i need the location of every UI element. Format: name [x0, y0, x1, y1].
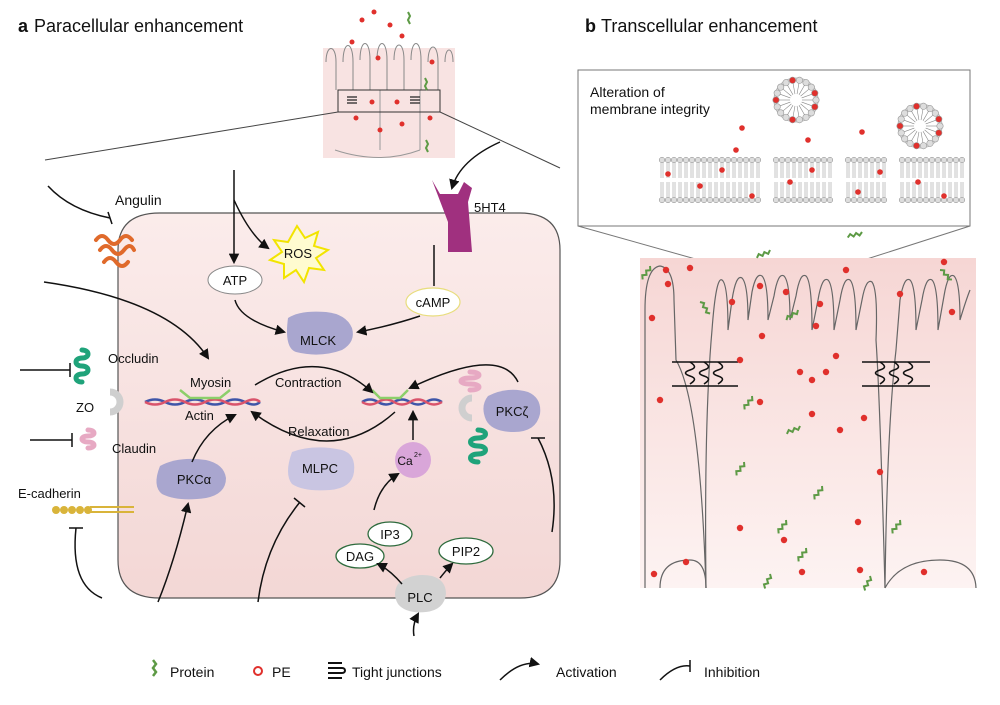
legend-tight-junction-label: Tight junctions: [352, 664, 442, 680]
thumbnail-zoom-box: [337, 89, 441, 113]
legend-pe-icon: [253, 666, 263, 676]
occludin-protein: [73, 347, 91, 385]
right-occludin-protein: [468, 427, 488, 465]
mlck-node: [287, 311, 353, 355]
panel-b-letter: b: [585, 16, 596, 36]
ros-burst: [267, 224, 331, 285]
myosin-label: Myosin: [190, 375, 231, 390]
angulin-inhibition-arrow: [47, 185, 111, 219]
protein-particles: [641, 231, 953, 591]
ip3-node: [367, 521, 413, 547]
legend: Protein PE Tight junctions Activation In…: [151, 657, 760, 681]
atp-label: ATP: [223, 273, 247, 288]
tight-junction-left: [672, 361, 738, 387]
pkca-node: [156, 458, 226, 500]
input-to-plc-arrow: [409, 612, 420, 637]
legend-activation-icon: [499, 657, 541, 681]
panel-a-title: Paracellular enhancement: [34, 16, 243, 36]
zo-protein: [109, 388, 124, 416]
5ht4-receptor: [432, 180, 472, 252]
epithelium-columns: [640, 258, 977, 589]
legend-activation-label: Activation: [556, 664, 617, 680]
ip3-label: IP3: [380, 527, 400, 542]
camp-node: [405, 287, 461, 317]
ecadherin-label: E-cadherin: [18, 486, 81, 501]
pkcz-inhibition-arrow: [537, 437, 555, 533]
camp-label: cAMP: [416, 295, 451, 310]
inset-line1: Alteration of: [590, 84, 665, 100]
micelle-2: [896, 102, 944, 150]
mlpc-inhibition-arrow: [257, 501, 301, 603]
mlpc-label: MLPC: [302, 461, 338, 476]
ip3-to-calcium-arrow: [373, 472, 400, 511]
ecadherin-inhibition-arrow: [74, 527, 103, 599]
plc-to-dag-arrow: [376, 563, 403, 585]
legend-pe-label: PE: [272, 664, 291, 680]
legend-protein-label: Protein: [170, 664, 214, 680]
micelle-1: [772, 76, 820, 124]
relaxation-arrow: [250, 410, 396, 442]
panel-a-letter: a: [18, 16, 29, 36]
actomyosin-right: [361, 389, 443, 406]
contraction-label: Contraction: [275, 375, 341, 390]
right-claudin-protein: [458, 369, 482, 393]
pkca-label: PKCα: [177, 472, 212, 487]
zo-label: ZO: [76, 400, 94, 415]
relaxation-label: Relaxation: [288, 424, 349, 439]
legend-tight-junction-icon: [328, 662, 346, 679]
pkcz-to-actin-arrow: [408, 364, 519, 390]
camp-to-mlck-arrow: [355, 315, 421, 336]
plc-to-pip2-arrow: [439, 562, 454, 579]
pkcz-node: [483, 389, 541, 432]
plc-node: [395, 575, 446, 613]
epithelium-thumbnail: [323, 9, 455, 158]
calcium-node: [395, 442, 431, 478]
legend-inhibition-label: Inhibition: [704, 664, 760, 680]
actin-label: Actin: [185, 408, 214, 423]
5ht4-label: 5HT4: [474, 200, 506, 215]
ecadherin-protein: [52, 506, 134, 514]
legend-inhibition-icon: [659, 665, 691, 681]
actomyosin-left: [144, 389, 261, 406]
input-to-pkca-arrow: [157, 501, 192, 603]
mlck-label: MLCK: [300, 333, 336, 348]
disrupted-bilayer: [658, 125, 966, 204]
atp-to-mlck-arrow: [234, 299, 287, 335]
claudin-protein: [79, 427, 97, 451]
tight-junction-right: [862, 361, 930, 387]
pip2-node: [438, 537, 494, 565]
pe-particles: [648, 258, 956, 578]
right-zo-protein: [458, 394, 473, 422]
legend-protein-icon: [151, 659, 158, 677]
occludin-label: Occludin: [108, 351, 159, 366]
pip2-label: PIP2: [452, 544, 480, 559]
panel-b-title: Transcellular enhancement: [601, 16, 817, 36]
input-to-ros-arrow: [233, 199, 270, 250]
plc-label: PLC: [407, 590, 432, 605]
ros-label: ROS: [284, 246, 313, 261]
input-to-5ht4-arrow: [449, 141, 501, 191]
contraction-arrow: [254, 366, 374, 394]
angulin-label: Angulin: [115, 192, 162, 208]
dag-label: DAG: [346, 549, 374, 564]
pkca-to-actin-arrow: [191, 414, 237, 463]
calcium-superscript: 2+: [414, 452, 422, 459]
external-to-myosin-arrow: [43, 281, 210, 360]
inset-line2: membrane integrity: [590, 101, 710, 117]
mlpc-node: [288, 447, 355, 491]
calcium-label: Ca: [397, 454, 413, 468]
atp-node: [207, 265, 263, 295]
pkcz-label: PKCζ: [496, 404, 529, 419]
angulin-protein: [94, 234, 136, 268]
dag-node: [335, 543, 385, 569]
claudin-label: Claudin: [112, 441, 156, 456]
